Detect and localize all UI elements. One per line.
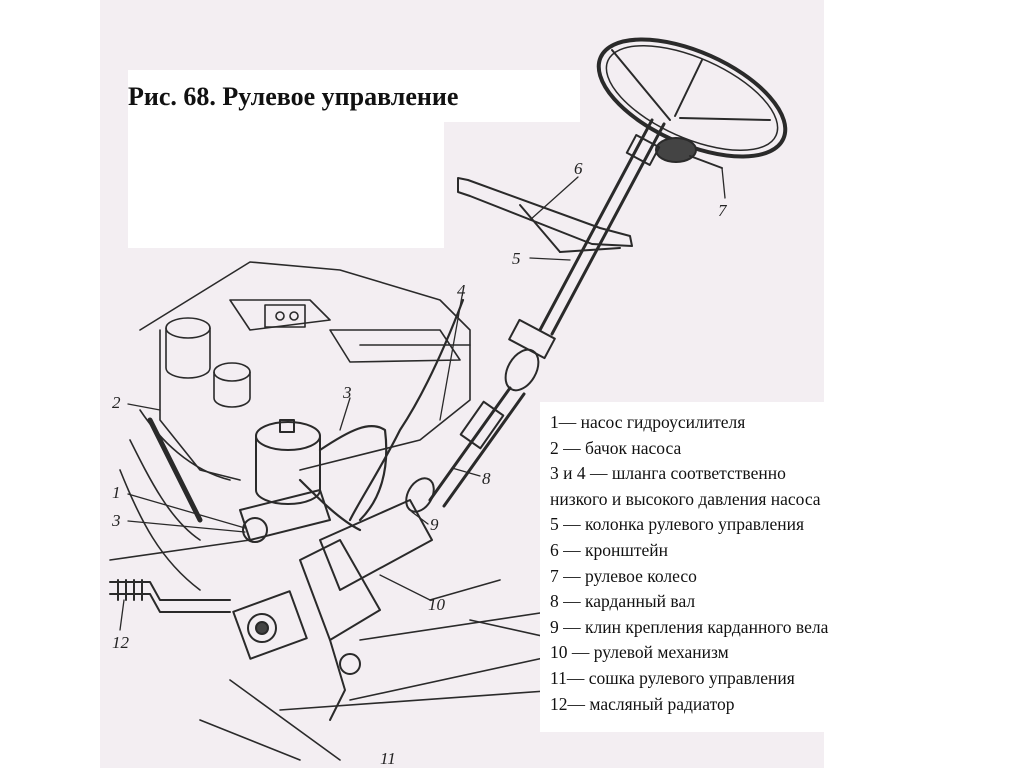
steering-column xyxy=(508,118,666,360)
legend-item: низкого и высокого давления насоса xyxy=(550,488,821,509)
legend-box xyxy=(540,402,920,732)
steering-wheel xyxy=(596,37,788,169)
callout-numbers: 1 2 3 3 4 5 6 7 8 9 10 11 12 xyxy=(111,159,728,768)
legend-item: 10 — рулевой механизм xyxy=(550,642,729,663)
figure-title: Рис. 68. Рулевое управление xyxy=(128,82,459,111)
callout-11: 11 xyxy=(380,749,396,768)
callout-10: 10 xyxy=(428,595,446,614)
title-box xyxy=(128,70,444,248)
callout-6: 6 xyxy=(574,159,583,178)
legend-item: 6 — кронштейн xyxy=(550,539,668,560)
legend-item: 9 — клин крепления карданного вела xyxy=(550,616,829,637)
cardan-shaft xyxy=(405,348,540,513)
legend-item: 5 — колонка рулевого управления xyxy=(550,514,805,535)
steering-gear xyxy=(232,499,433,721)
legend-item: 8 — карданный вал xyxy=(550,591,696,612)
legend-item: 11— сошка рулевого управления xyxy=(550,667,795,688)
callout-2: 2 xyxy=(112,393,121,412)
callout-8: 8 xyxy=(482,469,491,488)
legend-item: 12— масляный радиатор xyxy=(550,693,735,714)
title-box-extension xyxy=(444,70,580,122)
callout-1: 1 xyxy=(112,483,121,502)
legend-item: 3 и 4 — шланга соответственно xyxy=(550,463,786,484)
callout-3: 3 xyxy=(111,511,121,530)
legend-item: 7 — рулевое колесо xyxy=(550,565,697,586)
callout-9: 9 xyxy=(430,515,439,534)
pump-assembly xyxy=(239,419,331,543)
legend-item: 2 — бачок насоса xyxy=(550,437,682,458)
column-bracket xyxy=(457,177,633,253)
callout-3-upper: 3 xyxy=(342,383,352,402)
callout-5: 5 xyxy=(512,249,521,268)
leader-lines xyxy=(119,167,726,631)
engine-block xyxy=(119,261,471,591)
legend-item: 1— насос гидроусилителя xyxy=(550,412,746,432)
callout-12: 12 xyxy=(112,633,130,652)
oil-radiator xyxy=(109,579,231,613)
callout-4: 4 xyxy=(457,281,466,300)
callout-7: 7 xyxy=(718,201,728,220)
legend-list: 1— насос гидроусилителя 2 — бачок насоса… xyxy=(550,410,828,717)
hoses xyxy=(298,298,465,532)
